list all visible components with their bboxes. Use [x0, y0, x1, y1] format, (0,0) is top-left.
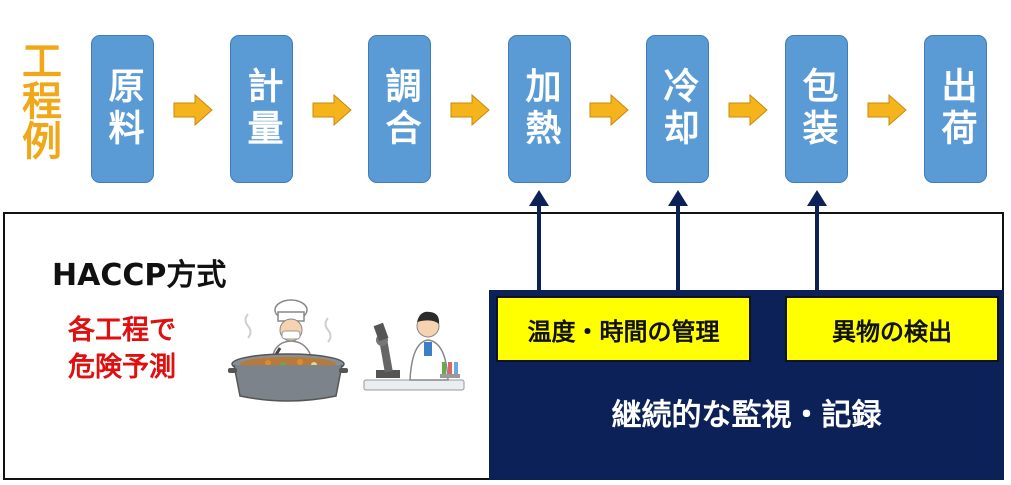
flow-arrow-icon	[173, 93, 213, 127]
process-example-label: 工程例	[15, 40, 61, 160]
step-cooling: 冷却	[646, 35, 709, 183]
continuous-monitoring-record: 継続的な監視・記録	[611, 398, 882, 433]
step-shipping: 出荷	[924, 35, 987, 183]
step-packaging: 包装	[785, 35, 848, 183]
step-mixing: 調合	[368, 35, 431, 183]
flow-arrow-icon	[589, 93, 629, 127]
scientist-microscope-illustration	[363, 311, 465, 391]
flow-arrow-icon	[728, 93, 768, 127]
up-arrow-icon	[529, 190, 549, 294]
temperature-time-control: 温度・時間の管理	[496, 296, 751, 362]
step-weighing: 計量	[230, 35, 293, 183]
step-heating: 加熱	[508, 35, 571, 183]
cooking-pot-illustration	[228, 299, 348, 402]
up-arrow-icon	[807, 190, 827, 294]
flow-arrow-icon	[312, 93, 352, 127]
flow-arrow-icon	[450, 93, 490, 127]
risk-prediction-text: 各工程で 危険予測	[68, 312, 176, 386]
step-raw-material: 原料	[91, 35, 154, 183]
foreign-object-detection: 異物の検出	[785, 296, 999, 362]
risk-line-2: 危険予測	[68, 352, 176, 383]
haccp-title: HACCP方式	[52, 258, 227, 293]
risk-line-1: 各工程で	[68, 315, 176, 346]
flow-arrow-icon	[867, 93, 907, 127]
up-arrow-icon	[668, 190, 688, 294]
